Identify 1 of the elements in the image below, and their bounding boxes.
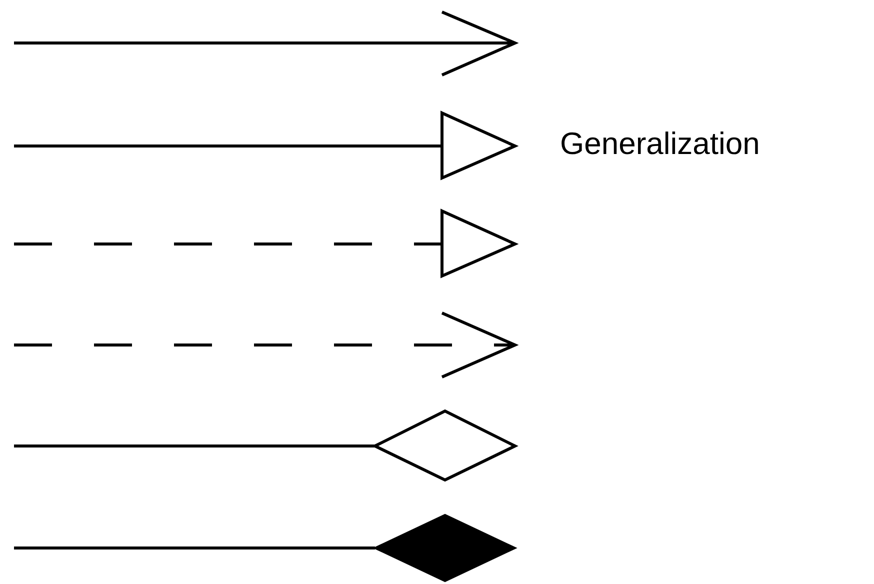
arrow-type-label: Generalization (560, 128, 760, 159)
